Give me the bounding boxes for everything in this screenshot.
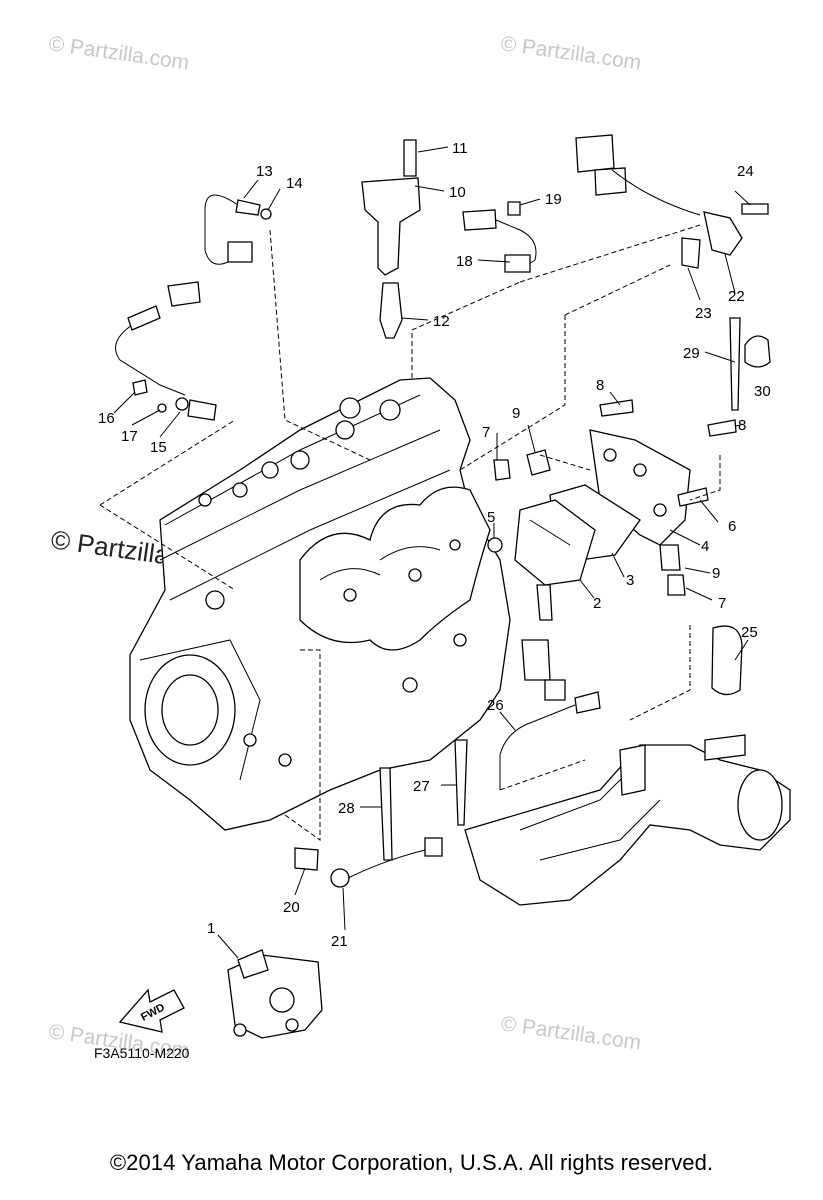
callout-29: 29: [683, 345, 700, 362]
callout-11: 11: [452, 140, 468, 157]
callout-numbers: 1 2 3 4 5 6 7 7 8 8 9 9 10 11 12 13 14 1…: [98, 140, 771, 950]
callout-25: 25: [741, 624, 758, 641]
watermark: © Partzilla.com: [499, 1012, 642, 1054]
callout-5: 5: [487, 509, 495, 526]
throttle-body: [227, 949, 323, 1039]
callout-4: 4: [701, 538, 709, 555]
callout-14: 14: [286, 175, 303, 192]
callout-9a: 9: [512, 405, 520, 422]
exhaust-pipe: [464, 734, 791, 906]
callout-20: 20: [283, 899, 300, 916]
callout-8b: 8: [738, 417, 746, 434]
callout-24: 24: [737, 163, 754, 180]
callout-12: 12: [433, 313, 450, 330]
watermark: © Partzilla.com: [47, 32, 190, 74]
callout-8a: 8: [596, 377, 604, 394]
callout-21: 21: [331, 933, 348, 950]
fwd-arrow-icon: FWD: [118, 988, 185, 1033]
callout-26: 26: [487, 697, 504, 714]
callout-27: 27: [413, 778, 430, 795]
callout-10: 10: [449, 184, 466, 201]
ignition-coil: [361, 139, 421, 339]
callout-1: 1: [207, 920, 215, 937]
callout-15: 15: [150, 439, 167, 456]
callout-7a: 7: [482, 424, 490, 441]
ecu-assembly: [487, 399, 737, 701]
callout-2: 2: [593, 595, 601, 612]
callout-28: 28: [338, 800, 355, 817]
callout-22: 22: [728, 288, 745, 305]
callout-6: 6: [728, 518, 736, 535]
diagram-code: F3A5110-M220: [94, 1045, 190, 1061]
leader-lines: [99, 146, 751, 959]
callout-23: 23: [695, 305, 712, 322]
callout-3: 3: [626, 572, 634, 589]
engine-block: [129, 377, 511, 831]
callout-17: 17: [121, 428, 138, 445]
watermark: © Partzilla.com: [499, 32, 642, 74]
callout-18: 18: [456, 253, 473, 270]
callout-7b: 7: [718, 595, 726, 612]
callout-16: 16: [98, 410, 115, 427]
callout-30: 30: [754, 383, 771, 400]
sensors: [115, 134, 771, 888]
callout-19: 19: [545, 191, 562, 208]
copyright-footer: ©2014 Yamaha Motor Corporation, U.S.A. A…: [109, 1150, 714, 1175]
callout-9b: 9: [712, 565, 720, 582]
callout-13: 13: [256, 163, 273, 180]
